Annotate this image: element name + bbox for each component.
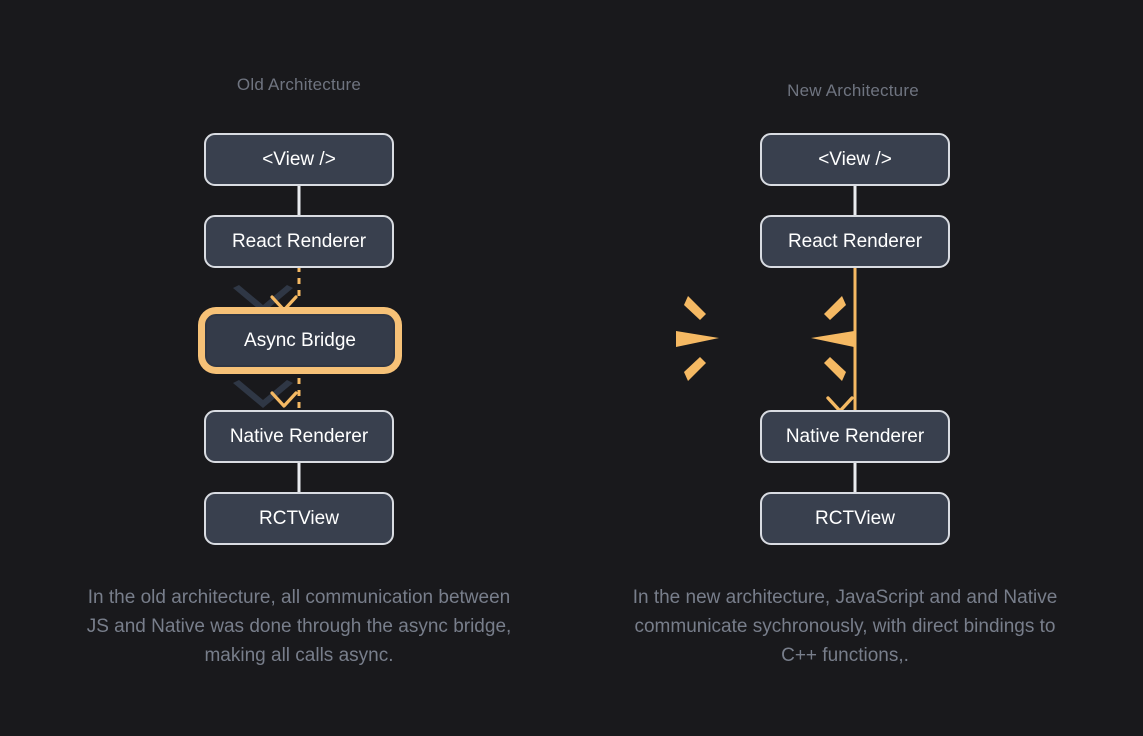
node-new-react-renderer[interactable]: React Renderer xyxy=(760,215,950,268)
connector-new-native-renderer-to-rctview xyxy=(853,462,857,495)
node-old-native-renderer[interactable]: Native Renderer xyxy=(204,410,394,463)
connector-new-view-to-react-renderer xyxy=(853,184,857,217)
edge-old-react-renderer-to-async-bridge xyxy=(297,266,301,302)
node-new-rctview[interactable]: RCTView xyxy=(760,492,950,545)
node-old-view[interactable]: <View /> xyxy=(204,133,394,186)
column-heading-old-architecture: Old Architecture xyxy=(236,75,362,94)
node-new-native-renderer[interactable]: Native Renderer xyxy=(760,410,950,463)
edge-new-react-renderer-to-native-renderer xyxy=(853,266,857,410)
edge-old-async-bridge-to-native-renderer xyxy=(297,366,301,408)
caption-old-architecture: In the old architecture, all communicati… xyxy=(86,587,512,666)
node-old-async-bridge[interactable]: Async Bridge xyxy=(205,314,395,367)
chevron-wings-icon-upper-old xyxy=(233,285,293,313)
arrowhead-icon-upper-old xyxy=(270,295,298,312)
chevron-wings-icon-lower-old xyxy=(233,380,293,408)
bridge-removed-burst-icon xyxy=(676,296,854,381)
connector-old-view-to-react-renderer xyxy=(297,184,301,217)
column-heading-new-architecture: New Architecture xyxy=(787,81,919,100)
connector-old-native-renderer-to-rctview xyxy=(297,462,301,495)
node-old-react-renderer[interactable]: React Renderer xyxy=(204,215,394,268)
arrowhead-icon-lower-old xyxy=(270,391,298,408)
caption-new-architecture: In the new architecture, JavaScript and … xyxy=(632,587,1058,666)
node-old-rctview[interactable]: RCTView xyxy=(204,492,394,545)
node-new-view[interactable]: <View /> xyxy=(760,133,950,186)
